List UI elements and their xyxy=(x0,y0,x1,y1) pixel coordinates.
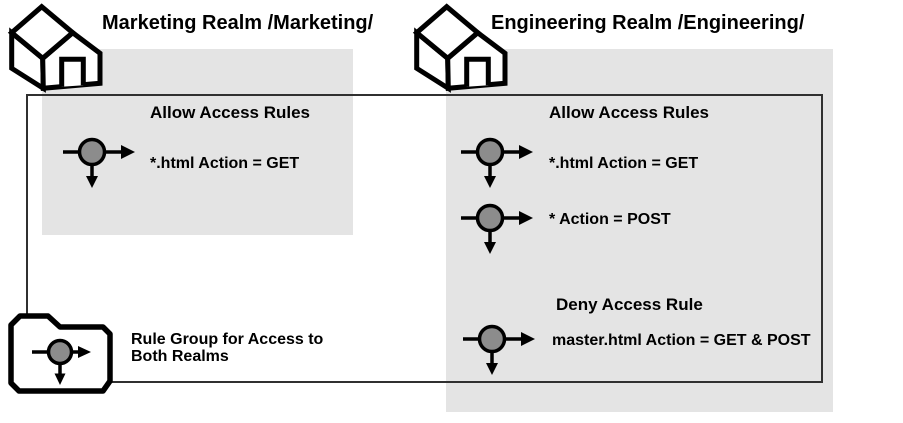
engineering-allow-heading: Allow Access Rules xyxy=(549,103,709,122)
marketing-realm-title: Marketing Realm /Marketing/ xyxy=(102,12,374,34)
rule-junction-arrow-icon xyxy=(32,338,91,385)
rule-junction-arrow-icon xyxy=(463,324,535,375)
engineering-deny-heading: Deny Access Rule xyxy=(556,295,703,314)
engineering-realm-title: Engineering Realm /Engineering/ xyxy=(491,12,805,34)
realm-boundary-box xyxy=(26,94,823,383)
folder-icon xyxy=(8,313,113,394)
marketing-allow-heading: Allow Access Rules xyxy=(150,103,310,122)
rule-junction-arrow-icon xyxy=(461,137,533,188)
rule-junction-arrow-icon xyxy=(461,203,533,254)
engineering-realm-panel xyxy=(446,49,833,412)
engineering-allow-rule-2: * Action = POST xyxy=(549,211,671,228)
rule-group-label: Rule Group for Access to Both Realms xyxy=(131,331,324,365)
marketing-allow-rule: *.html Action = GET xyxy=(150,155,300,172)
engineering-house-icon xyxy=(412,3,508,93)
marketing-house-icon xyxy=(7,3,103,93)
engineering-allow-rule-1: *.html Action = GET xyxy=(549,155,699,172)
engineering-deny-rule: master.html Action = GET & POST xyxy=(552,332,811,349)
rule-junction-arrow-icon xyxy=(63,137,135,188)
